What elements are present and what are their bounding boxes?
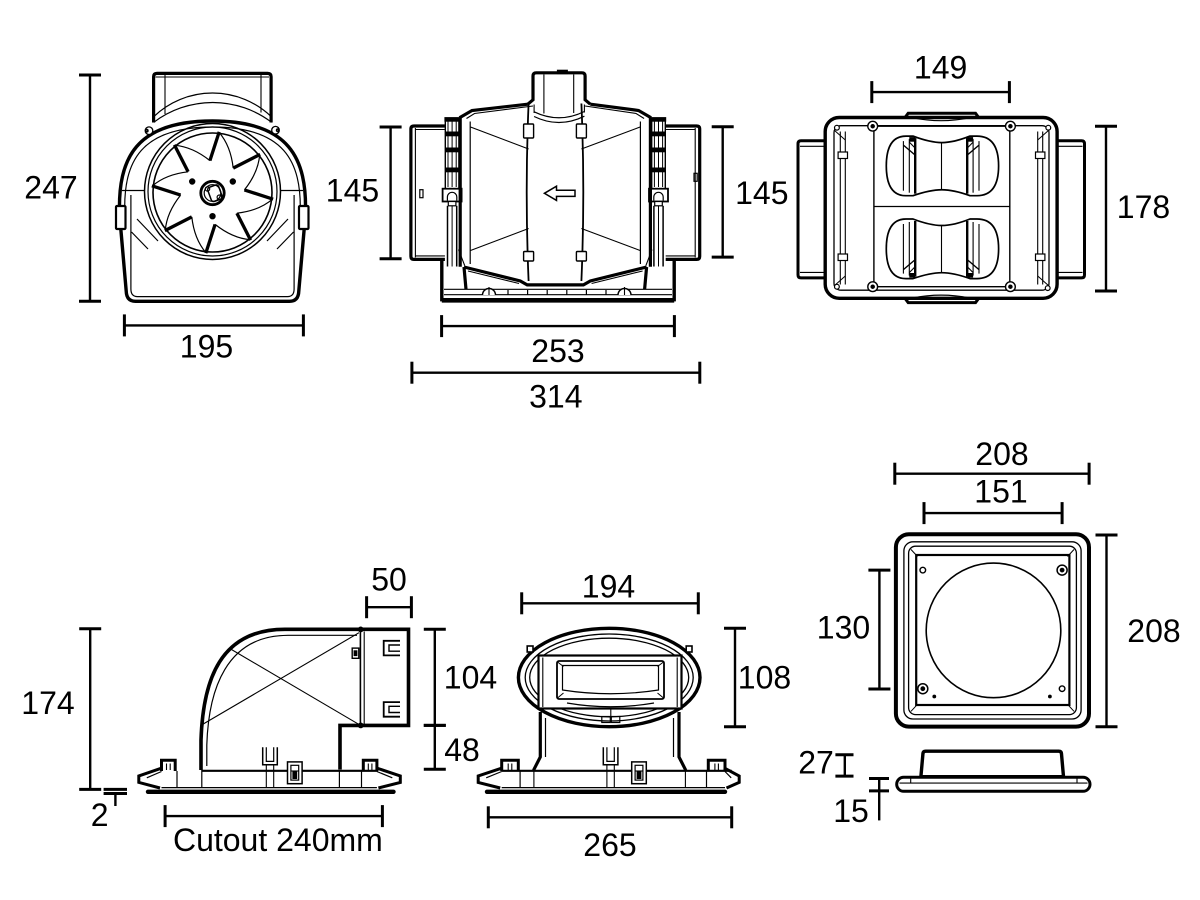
svg-text:130: 130 bbox=[817, 610, 870, 646]
svg-text:15: 15 bbox=[833, 793, 869, 829]
svg-text:50: 50 bbox=[371, 562, 407, 598]
svg-text:151: 151 bbox=[974, 474, 1027, 510]
svg-text:2: 2 bbox=[91, 797, 109, 833]
svg-text:194: 194 bbox=[582, 569, 635, 605]
svg-text:195: 195 bbox=[180, 329, 233, 365]
svg-text:208: 208 bbox=[1127, 613, 1180, 649]
svg-text:108: 108 bbox=[738, 660, 791, 696]
svg-text:145: 145 bbox=[735, 175, 788, 211]
svg-text:174: 174 bbox=[21, 685, 74, 721]
svg-text:265: 265 bbox=[583, 827, 636, 863]
svg-text:208: 208 bbox=[975, 436, 1028, 472]
svg-text:27: 27 bbox=[798, 745, 834, 781]
svg-text:178: 178 bbox=[1117, 189, 1170, 225]
svg-text:48: 48 bbox=[444, 732, 480, 768]
svg-text:145: 145 bbox=[326, 173, 379, 209]
svg-text:104: 104 bbox=[444, 659, 497, 695]
svg-text:149: 149 bbox=[914, 50, 967, 86]
svg-text:247: 247 bbox=[24, 169, 77, 205]
svg-text:314: 314 bbox=[529, 379, 582, 415]
svg-text:253: 253 bbox=[531, 333, 584, 369]
svg-text:Cutout 240mm: Cutout 240mm bbox=[173, 822, 383, 858]
